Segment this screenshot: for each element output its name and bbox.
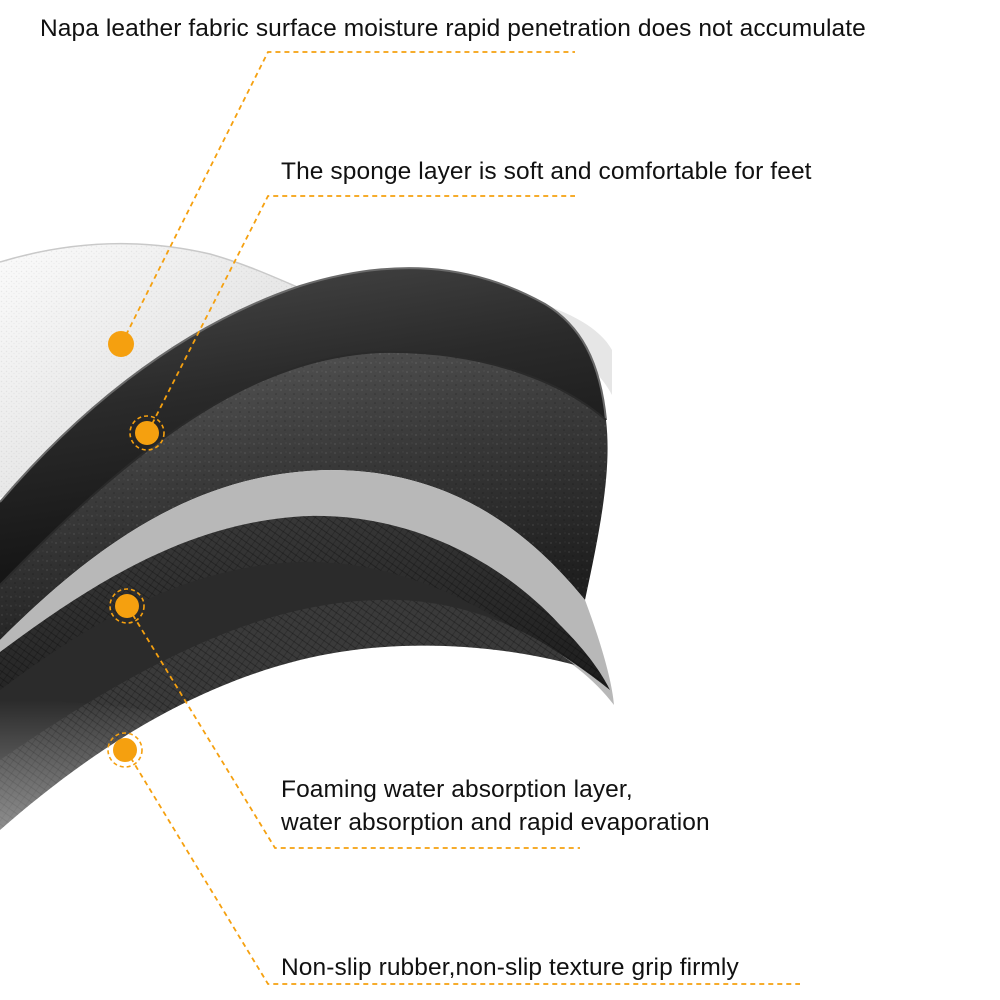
callout-dot-rubber [107,732,143,768]
callout-label-line: Non-slip rubber,non-slip texture grip fi… [281,954,739,981]
callout-dot-sponge [129,415,165,451]
callout-label-line: The sponge layer is soft and comfortable… [281,158,812,185]
leader-line-foam [127,606,580,849]
leader-line-sponge [147,195,575,433]
sponge-layer [0,268,606,585]
callout-dot-foam [109,588,145,624]
leader-line-rubber [125,749,800,985]
callout-label-line: water absorption and rapid evaporation [281,809,710,837]
callout-label-line: Napa leather fabric surface moisture rap… [40,15,866,42]
callout-label-non-slip-rubber: Non-slip rubber,non-slip texture grip fi… [281,951,739,984]
callout-label-napa-leather: Napa leather fabric surface moisture rap… [40,12,866,45]
leader-line-napa [121,51,575,344]
callout-label-sponge-layer: The sponge layer is soft and comfortable… [281,155,812,188]
callout-label-line: Foaming water absorption layer, [281,776,633,803]
callout-label-foaming-layer: Foaming water absorption layer, water ab… [281,773,710,839]
callout-dot-napa [108,331,134,357]
